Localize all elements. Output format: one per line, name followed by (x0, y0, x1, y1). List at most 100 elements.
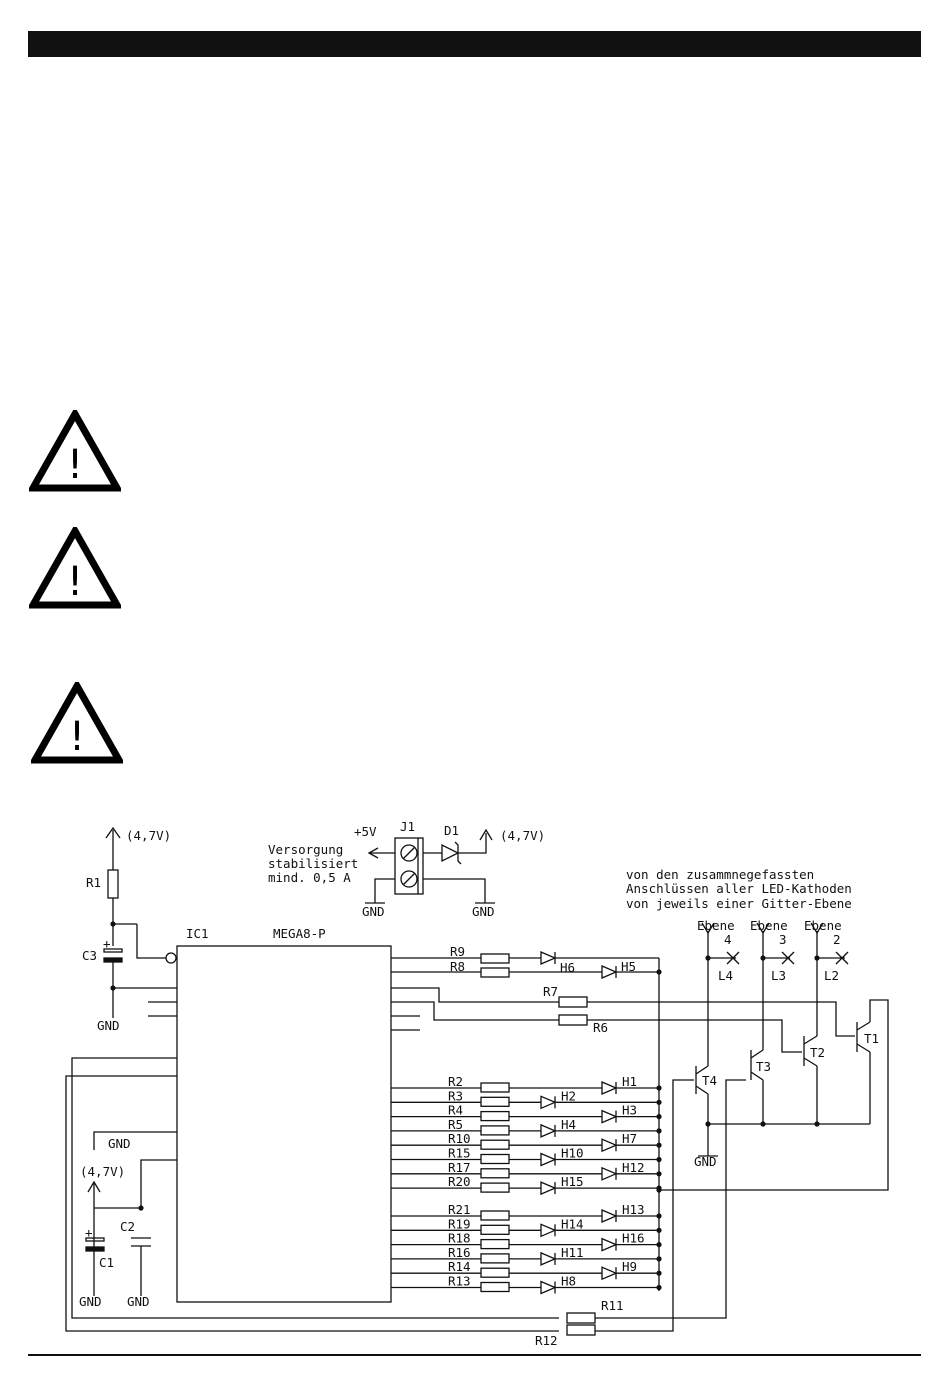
warning-glyph: ! (67, 442, 83, 488)
plus5v-label: +5V (354, 824, 377, 839)
d1-label: D1 (444, 823, 459, 838)
resistor (480, 1110, 510, 1122)
led-label: H6 (560, 960, 575, 975)
gnd-label: GND (127, 1294, 150, 1309)
resistor-label: R10 (448, 1131, 471, 1146)
ebene-label: Ebene (750, 918, 788, 933)
resistor (480, 1153, 510, 1165)
led-label: H4 (561, 1117, 576, 1132)
led-label: H9 (622, 1259, 637, 1274)
led-symbol (540, 1123, 557, 1138)
junction-dot (656, 1213, 662, 1219)
led-label: H7 (622, 1131, 637, 1146)
resistor-label: R18 (448, 1231, 471, 1246)
led-symbol (601, 1209, 618, 1223)
junction-dot (656, 1185, 662, 1191)
resistor (480, 1253, 510, 1264)
resistor-label: R15 (448, 1146, 471, 1161)
resistor-label: R21 (448, 1202, 471, 1217)
resistor-label: R8 (450, 959, 465, 974)
warning-glyph: ! (69, 714, 85, 760)
warning-glyph: ! (67, 559, 83, 605)
resistor (480, 1139, 510, 1150)
resistor-label: R9 (450, 944, 465, 959)
supply-note-line: mind. 0,5 A (268, 870, 351, 885)
gnd-label: GND (694, 1154, 717, 1169)
ebene-label: Ebene (804, 918, 842, 933)
gnd-label: GND (108, 1136, 131, 1151)
plus-sign: + (103, 936, 111, 951)
r7-label: R7 (543, 984, 558, 999)
resistor (480, 1168, 510, 1179)
resistor (480, 1182, 510, 1193)
resistor (480, 1238, 510, 1250)
r11-label: R11 (601, 1298, 624, 1313)
layer-label: L4 (718, 968, 733, 983)
resistor-label: R13 (448, 1274, 471, 1289)
cathode-note-line: von jeweils einer Gitter-Ebene (626, 896, 852, 911)
supply-note-line: stabilisiert (268, 856, 358, 871)
transistor-label: T2 (810, 1045, 825, 1060)
ebene-number: 2 (833, 932, 841, 947)
junction-dot (656, 1171, 662, 1177)
supply-label: (4,7V) (80, 1164, 125, 1179)
led-label: H2 (561, 1088, 576, 1103)
transistor-label: T1 (864, 1031, 879, 1046)
resistor-label: R19 (448, 1216, 471, 1231)
led-symbol (540, 1251, 557, 1266)
ic-part-label: MEGA8-P (273, 926, 326, 941)
supply-label: (4,7V) (500, 828, 545, 843)
resistor (480, 1281, 510, 1293)
resistor-label: R5 (448, 1117, 463, 1132)
led-label: H11 (561, 1245, 584, 1260)
resistor (480, 1096, 510, 1107)
led-symbol (601, 1237, 618, 1252)
warning-triangle-icon: ! (31, 682, 123, 764)
led-symbol (540, 1095, 557, 1110)
resistor-label: R17 (448, 1160, 471, 1175)
resistor-label: R16 (448, 1245, 471, 1260)
led-label: H3 (622, 1103, 637, 1118)
junction-dot (656, 1256, 662, 1262)
cathode-note-line: Anschlüssen aller LED-Kathoden (626, 881, 852, 896)
resistor (480, 1224, 510, 1235)
resistor-label: R4 (448, 1103, 463, 1118)
junction-dot (656, 1114, 662, 1120)
ebene-label: Ebene (697, 918, 735, 933)
footer-rule (28, 1354, 921, 1356)
junction-dot (656, 1085, 662, 1091)
transistor-label: T3 (756, 1059, 771, 1074)
ebene-number: 3 (779, 932, 787, 947)
plus-sign: + (85, 1225, 93, 1240)
led-label: H1 (622, 1074, 637, 1089)
c3-label: C3 (82, 948, 97, 963)
led-symbol (601, 1266, 618, 1281)
gnd-label: GND (362, 904, 385, 919)
led-symbol (540, 1181, 557, 1196)
j1-label: J1 (400, 819, 415, 834)
resistor-label: R2 (448, 1074, 463, 1089)
led-label: H15 (561, 1174, 584, 1189)
warning-triangle-icon: ! (29, 410, 121, 492)
supply-label: (4,7V) (126, 828, 171, 843)
resistor-label: R14 (448, 1259, 471, 1274)
led-symbol (601, 1081, 618, 1095)
supply-note-line: Versorgung (268, 842, 343, 857)
resistor-label: R3 (448, 1088, 463, 1103)
led-label: H14 (561, 1216, 584, 1231)
junction-dot (656, 1142, 662, 1148)
transistor-label: T4 (702, 1073, 717, 1088)
led-symbol (540, 1223, 557, 1238)
resistor (480, 1267, 510, 1278)
junction-dot (656, 1099, 662, 1105)
header-bar (28, 31, 921, 57)
led-label: H10 (561, 1146, 584, 1161)
layer-label: L2 (824, 968, 839, 983)
c1-label: C1 (99, 1255, 114, 1270)
gnd-label: GND (472, 904, 495, 919)
led-label: H16 (622, 1231, 645, 1246)
junction-dot (656, 1242, 662, 1248)
resistor (480, 1082, 510, 1093)
